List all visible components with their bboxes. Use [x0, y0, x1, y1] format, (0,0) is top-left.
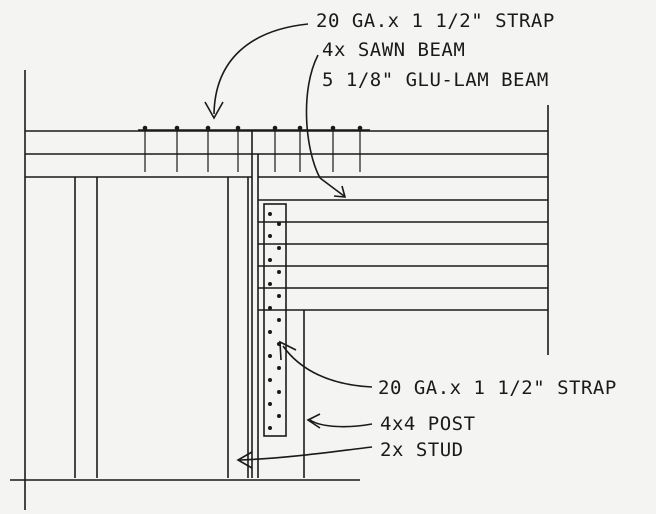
arrow-post — [306, 413, 321, 429]
leader-stud — [239, 446, 373, 461]
label-side-strap: 20 GA.x 1 1/2" STRAP — [378, 377, 617, 399]
leader-top-strap — [213, 23, 309, 115]
label-top-strap: 20 GA.x 1 1/2" STRAP — [316, 10, 555, 32]
leader-sawn-beam — [305, 54, 321, 179]
post-strap-nails — [268, 212, 281, 430]
glulam-beam — [258, 199, 548, 311]
label-post: 4x4 POST — [380, 413, 476, 435]
top-strap-nails — [142, 125, 363, 172]
label-stud: 2x STUD — [380, 439, 464, 461]
post-strap — [263, 203, 287, 437]
leader-glulam — [319, 177, 345, 197]
framing — [10, 70, 549, 510]
leader-post-strap — [282, 345, 373, 388]
leaders — [204, 23, 373, 469]
arrow-stud — [236, 451, 253, 469]
arrow-glulam — [333, 185, 347, 198]
label-glulam-beam: 5 1/8" GLU-LAM BEAM — [322, 69, 549, 91]
label-sawn-beam: 4x SAWN BEAM — [322, 39, 465, 61]
arrow-top-strap — [204, 101, 224, 120]
arrow-post-strap — [279, 340, 297, 361]
post-strap-bar — [263, 203, 287, 437]
top-strap — [138, 125, 370, 172]
leader-post — [309, 419, 373, 428]
